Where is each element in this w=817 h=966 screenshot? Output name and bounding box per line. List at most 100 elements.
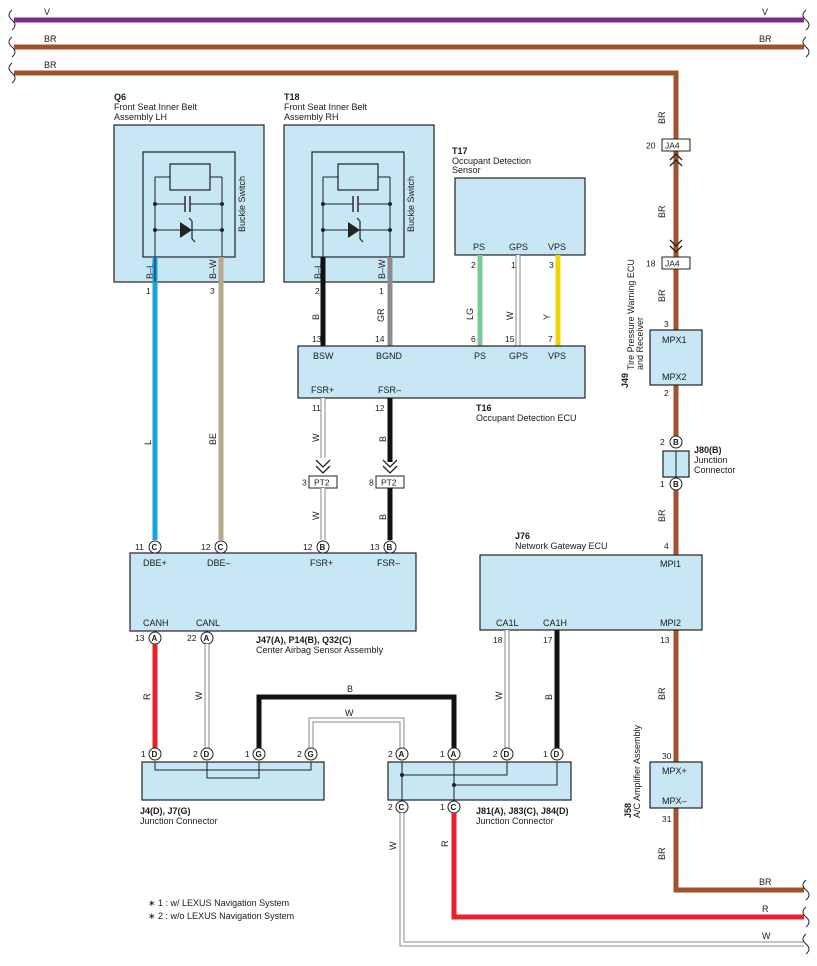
svg-text:B–W: B–W xyxy=(208,259,218,279)
svg-text:13: 13 xyxy=(312,334,322,344)
bus-violet: V V xyxy=(8,7,810,31)
j76-network-gateway-ecu: J76 Network Gateway ECU MPI1 MPI2 CA1L C… xyxy=(479,531,703,645)
svg-text:Junction Connector: Junction Connector xyxy=(140,816,218,826)
svg-text:BE: BE xyxy=(208,433,218,445)
svg-text:Y: Y xyxy=(542,314,552,320)
svg-text:W: W xyxy=(311,511,321,520)
bus-label-br-third: BR xyxy=(44,60,57,70)
wire-q6-blue: L xyxy=(143,257,158,540)
svg-text:W: W xyxy=(345,708,354,718)
svg-text:LG: LG xyxy=(465,308,475,320)
svg-text:J49: J49 xyxy=(620,373,630,388)
svg-text:MPX1: MPX1 xyxy=(662,335,687,345)
svg-text:B: B xyxy=(673,480,679,489)
svg-text:PS: PS xyxy=(473,242,485,252)
svg-text:13: 13 xyxy=(370,542,380,552)
svg-text:Occupant Detection ECU: Occupant Detection ECU xyxy=(476,413,577,423)
svg-text:18: 18 xyxy=(646,259,656,269)
wire-cross-white: W xyxy=(308,708,405,748)
svg-text:1: 1 xyxy=(379,286,384,296)
svg-text:GR: GR xyxy=(376,308,386,322)
center-airbag-sensor-assembly: C C B B 11 12 12 13 DBE+ DBE– FSR+ FSR– … xyxy=(129,540,417,655)
svg-text:GPS: GPS xyxy=(509,242,528,252)
svg-text:B: B xyxy=(378,436,388,442)
svg-text:D: D xyxy=(554,750,560,759)
svg-text:and Receiver: and Receiver xyxy=(635,317,645,370)
note-1: ∗ 1 : w/ LEXUS Navigation System xyxy=(148,898,289,908)
svg-text:B: B xyxy=(378,514,388,520)
wire-t18-black: B 13 xyxy=(311,257,326,346)
svg-text:FSR+: FSR+ xyxy=(310,558,333,568)
svg-text:C: C xyxy=(152,543,158,552)
svg-text:17: 17 xyxy=(543,635,553,645)
svg-text:VPS: VPS xyxy=(548,351,566,361)
svg-text:A: A xyxy=(451,750,457,759)
svg-text:13: 13 xyxy=(660,635,670,645)
svg-text:4: 4 xyxy=(664,541,669,551)
svg-text:FSR–: FSR– xyxy=(377,558,400,568)
bus-label-r-bottom: R xyxy=(762,904,769,914)
svg-text:Front Seat Inner Belt: Front Seat Inner Belt xyxy=(114,102,198,112)
wire-bottom-white: W W xyxy=(388,813,810,955)
svg-text:14: 14 xyxy=(375,334,385,344)
wire-fsr-plus-white: W PT2 3 W xyxy=(302,398,338,540)
j49-tire-pressure-ecu: MPX1 MPX2 3 2 J49 Tire Pressure Warning … xyxy=(620,259,703,398)
svg-text:1: 1 xyxy=(543,749,548,759)
svg-text:22: 22 xyxy=(187,633,197,643)
svg-text:Junction: Junction xyxy=(694,455,728,465)
svg-text:MPI2: MPI2 xyxy=(660,618,681,628)
svg-text:1: 1 xyxy=(245,749,250,759)
wire-cross-black: B xyxy=(256,684,457,748)
svg-text:T17: T17 xyxy=(452,146,468,156)
svg-text:1: 1 xyxy=(146,286,151,296)
svg-text:6: 6 xyxy=(471,334,476,344)
wire-label-br-2: BR xyxy=(657,205,667,218)
svg-text:J47(A), P14(B), Q32(C): J47(A), P14(B), Q32(C) xyxy=(256,635,352,645)
svg-text:PT2: PT2 xyxy=(314,478,330,488)
svg-text:D: D xyxy=(204,750,210,759)
svg-text:Buckle Switch: Buckle Switch xyxy=(406,176,416,232)
svg-text:FSR+: FSR+ xyxy=(311,385,334,395)
svg-text:Buckle Switch: Buckle Switch xyxy=(237,176,247,232)
t18-front-seat-belt-rh: T18 Front Seat Inner Belt Assembly RH Bu… xyxy=(283,92,435,296)
svg-text:B: B xyxy=(387,543,393,552)
svg-text:18: 18 xyxy=(493,635,503,645)
svg-text:Connector: Connector xyxy=(694,465,736,475)
svg-text:1: 1 xyxy=(440,802,445,812)
svg-text:3: 3 xyxy=(664,319,669,329)
wire-label-br-5: BR xyxy=(657,687,667,700)
svg-text:B–W: B–W xyxy=(377,259,387,279)
svg-text:A/C Amplifier Assembly: A/C Amplifier Assembly xyxy=(632,724,642,818)
ja4-connector-bottom: JA4 18 xyxy=(646,239,691,270)
j81-j83-j84-junction-connector: A A D D 2 1 2 1 C C 2 1 J81(A), J83(C), … xyxy=(387,747,572,826)
svg-text:PS: PS xyxy=(474,351,486,361)
svg-text:Center Airbag Sensor Assembly: Center Airbag Sensor Assembly xyxy=(256,645,384,655)
svg-text:B: B xyxy=(347,684,353,694)
bus-label-v-left: V xyxy=(44,7,50,17)
svg-text:T16: T16 xyxy=(476,403,492,413)
svg-text:W: W xyxy=(494,691,504,700)
svg-text:BGND: BGND xyxy=(376,351,403,361)
svg-text:JA4: JA4 xyxy=(665,259,680,269)
svg-text:MPX+: MPX+ xyxy=(662,766,687,776)
svg-text:Assembly LH: Assembly LH xyxy=(114,112,167,122)
svg-text:CANH: CANH xyxy=(143,618,169,628)
svg-text:MPX–: MPX– xyxy=(662,796,687,806)
svg-text:2: 2 xyxy=(660,437,665,447)
j4-j7-junction-connector: D D G G 1 2 1 2 J4(D), J7(G) Junction Co… xyxy=(140,747,325,826)
svg-text:R: R xyxy=(440,840,450,847)
svg-text:J80(B): J80(B) xyxy=(694,445,722,455)
wire-label-br-3: BR xyxy=(657,289,667,302)
svg-text:3: 3 xyxy=(210,286,215,296)
t17-occupant-detection-sensor: T17 Occupant Detection Sensor PS GPS VPS… xyxy=(452,146,586,270)
svg-text:2: 2 xyxy=(315,286,320,296)
svg-text:B: B xyxy=(320,543,326,552)
svg-text:2: 2 xyxy=(471,260,476,270)
svg-text:G: G xyxy=(308,750,314,759)
wire-fsr-minus-black: B PT2 8 B xyxy=(369,398,405,540)
svg-text:B–L: B–L xyxy=(313,263,323,279)
svg-text:G: G xyxy=(256,750,262,759)
svg-text:GPS: GPS xyxy=(509,351,528,361)
wire-canl-white: W xyxy=(194,644,210,748)
